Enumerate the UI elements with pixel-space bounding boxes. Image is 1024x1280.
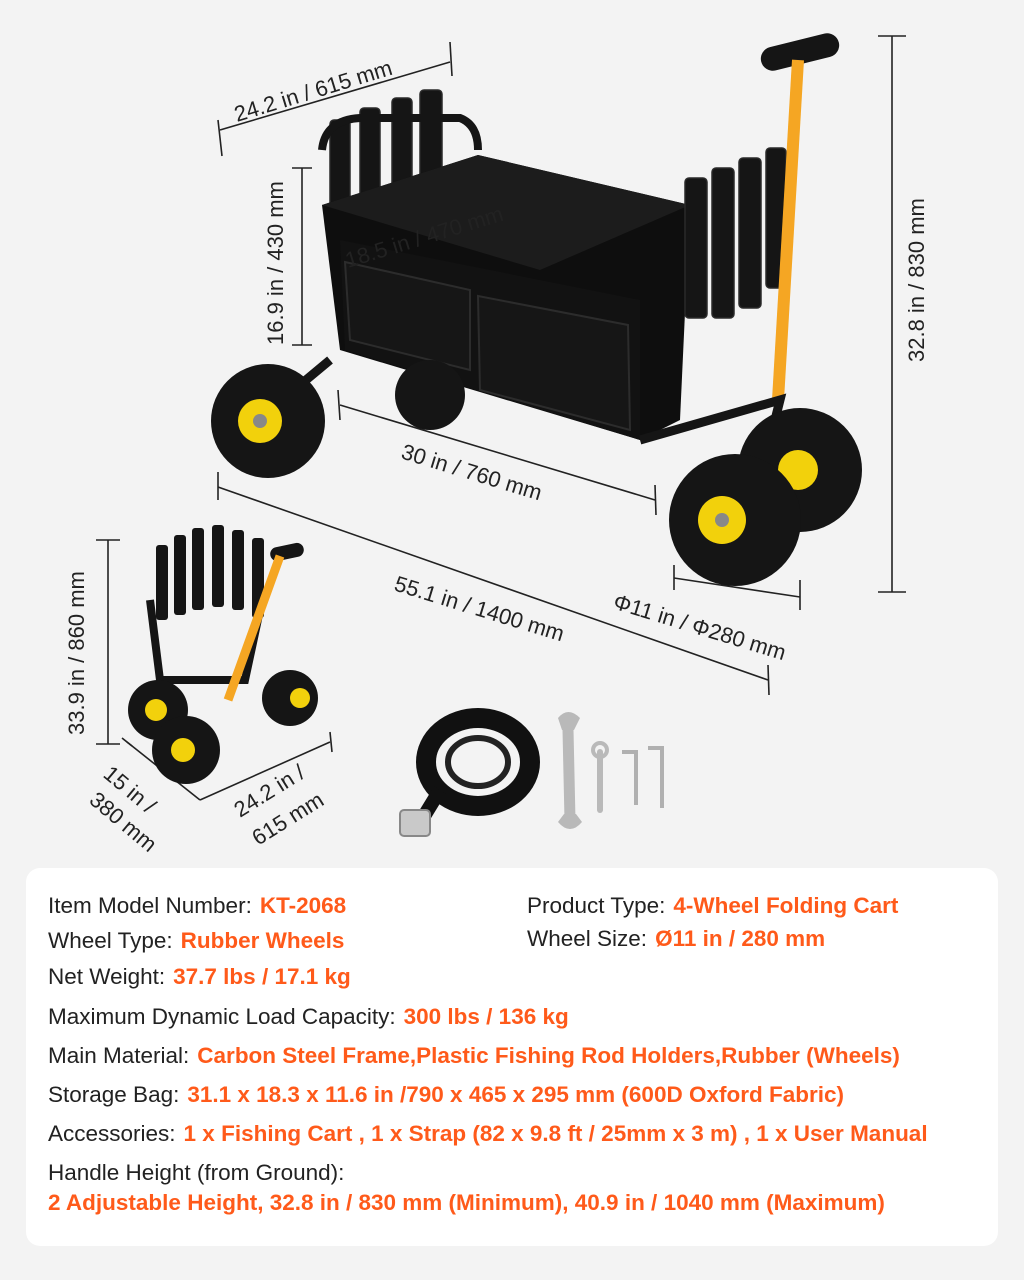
load-capacity-value: 300 lbs / 136 kg xyxy=(403,1004,569,1029)
net-weight-value: 37.7 lbs / 17.1 kg xyxy=(173,964,351,989)
bag-height-label: 16.9 in / 430 mm xyxy=(263,181,288,345)
model-row: Item Model Number: KT-2068 xyxy=(48,893,346,919)
model-label: Item Model Number: xyxy=(48,893,252,918)
dimension-lines xyxy=(96,35,906,801)
net-weight-label: Net Weight: xyxy=(48,964,166,989)
specifications-card: Item Model Number: KT-2068 Product Type: 4… xyxy=(26,868,998,1246)
model-value: KT-2068 xyxy=(259,893,347,918)
wheelbase-label: 30 in / 760 mm xyxy=(399,439,545,505)
wheel-size-value: Ø11 in / 280 mm xyxy=(655,926,826,951)
storage-bag-label: Storage Bag: xyxy=(48,1082,180,1107)
wheel-diameter-label: Φ11 in / Φ280 mm xyxy=(611,589,789,665)
wheel-size-row: Wheel Size: Ø11 in / 280 mm xyxy=(527,926,825,952)
handle-height-label: Handle Height (from Ground): xyxy=(48,1160,345,1185)
handle-height-value-row: 2 Adjustable Height, 32.8 in / 830 mm (M… xyxy=(48,1190,885,1216)
folded-height-label: 33.9 in / 860 mm xyxy=(64,571,89,735)
folded-cart-image xyxy=(128,525,318,784)
hex-keys-image xyxy=(622,746,664,808)
small-wrench-image xyxy=(591,741,609,813)
storage-bag-value: 31.1 x 18.3 x 11.6 in /790 x 465 x 295 m… xyxy=(187,1082,844,1107)
wheel-type-label: Wheel Type: xyxy=(48,928,173,953)
wheel-size-label: Wheel Size: xyxy=(527,926,648,951)
material-value: Carbon Steel Frame,Plastic Fishing Rod H… xyxy=(197,1043,900,1068)
wheel-type-row: Wheel Type: Rubber Wheels xyxy=(48,928,344,954)
product-type-row: Product Type: 4-Wheel Folding Cart xyxy=(527,893,898,919)
load-capacity-label: Maximum Dynamic Load Capacity: xyxy=(48,1004,396,1029)
wrench-image xyxy=(558,712,582,829)
load-capacity-row: Maximum Dynamic Load Capacity: 300 lbs / … xyxy=(48,1004,569,1030)
material-row: Main Material: Carbon Steel Frame,Plastic… xyxy=(48,1043,900,1069)
product-type-value: 4-Wheel Folding Cart xyxy=(673,893,899,918)
fishing-cart-image xyxy=(211,33,862,586)
total-height-label: 32.8 in / 830 mm xyxy=(904,198,929,362)
accessories-label: Accessories: xyxy=(48,1121,176,1146)
storage-bag-row: Storage Bag: 31.1 x 18.3 x 11.6 in /790 x… xyxy=(48,1082,844,1108)
accessories-row: Accessories: 1 x Fishing Cart , 1 x Strap… xyxy=(48,1121,928,1147)
net-weight-row: Net Weight: 37.7 lbs / 17.1 kg xyxy=(48,964,351,990)
material-label: Main Material: xyxy=(48,1043,190,1068)
handle-height-label-row: Handle Height (from Ground): xyxy=(48,1160,344,1186)
strap-image xyxy=(399,708,540,837)
accessories-value: 1 x Fishing Cart , 1 x Strap (82 x 9.8 f… xyxy=(183,1121,928,1146)
wheel-type-value: Rubber Wheels xyxy=(180,928,345,953)
product-type-label: Product Type: xyxy=(527,893,666,918)
handle-height-value: 2 Adjustable Height, 32.8 in / 830 mm (M… xyxy=(48,1190,885,1215)
total-length-label: 55.1 in / 1400 mm xyxy=(392,571,568,646)
product-illustration: 24.2 in / 615 mm 18.5 in / 470 mm 16.9 i… xyxy=(64,33,929,857)
